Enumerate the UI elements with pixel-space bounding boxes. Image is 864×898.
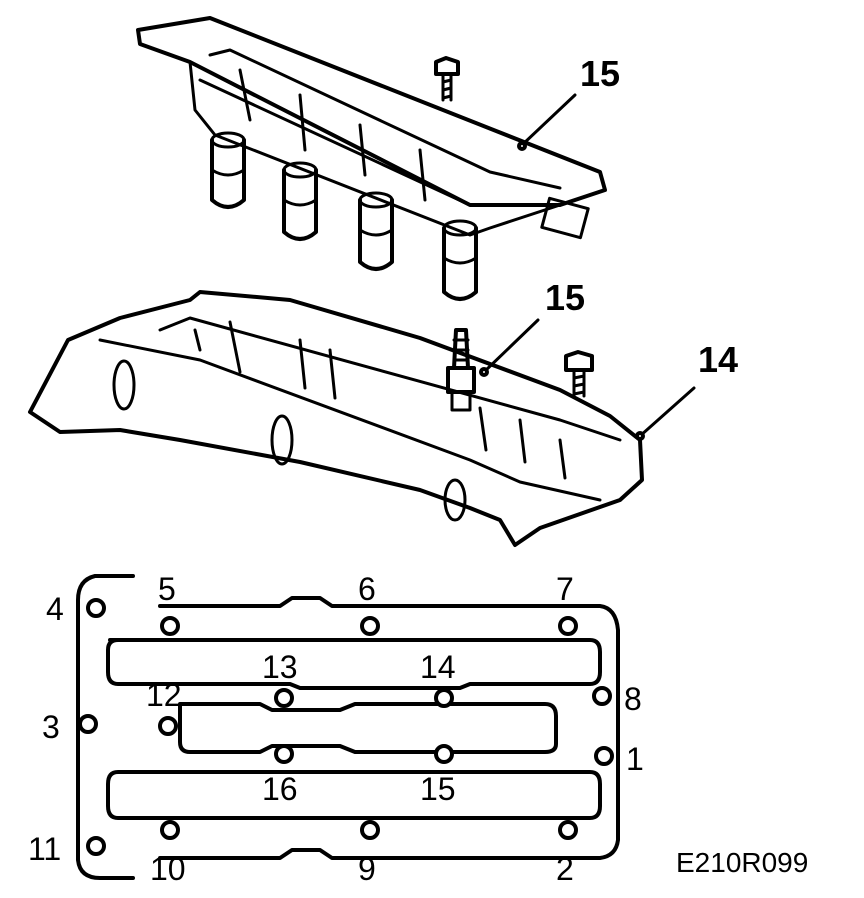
callout-label-cover: 14 bbox=[698, 339, 738, 380]
tightening-sequence-plate bbox=[76, 574, 620, 880]
sequence-label-16: 16 bbox=[262, 771, 298, 807]
sequence-label-12: 12 bbox=[146, 677, 182, 713]
bolt-hole-8 bbox=[592, 686, 612, 706]
sequence-label-4: 4 bbox=[46, 591, 64, 627]
coil-boot-3 bbox=[358, 191, 394, 271]
sequence-label-3: 3 bbox=[42, 709, 60, 745]
sequence-label-13: 13 bbox=[262, 649, 298, 685]
sequence-label-14: 14 bbox=[420, 649, 456, 685]
bolt-hole-15 bbox=[434, 744, 454, 764]
sequence-label-2: 2 bbox=[556, 851, 574, 887]
callout-leader-cover bbox=[638, 386, 696, 438]
callout-dot-coil bbox=[517, 141, 527, 151]
bolt-hole-11 bbox=[86, 836, 106, 856]
bolt-hole-6 bbox=[360, 616, 380, 636]
callout-dot-cover bbox=[635, 431, 645, 441]
callout-leader-plug bbox=[482, 318, 540, 374]
coil-bolt bbox=[434, 56, 460, 102]
callout-label-coil: 15 bbox=[580, 53, 620, 94]
bolt-hole-9 bbox=[360, 820, 380, 840]
callout-leader-coil bbox=[520, 93, 577, 147]
bolt-hole-12 bbox=[158, 716, 178, 736]
bolt-hole-2 bbox=[558, 820, 578, 840]
coil-boot-2 bbox=[282, 161, 318, 241]
sequence-label-5: 5 bbox=[158, 571, 176, 607]
bolt-hole-5 bbox=[160, 616, 180, 636]
cam-cover bbox=[28, 290, 644, 547]
cover-bolt bbox=[564, 350, 594, 398]
bolt-hole-13 bbox=[274, 688, 294, 708]
bolt-hole-3 bbox=[78, 714, 98, 734]
bolt-hole-1 bbox=[594, 746, 614, 766]
callout-label-plug: 15 bbox=[545, 277, 585, 318]
sequence-label-10: 10 bbox=[150, 851, 186, 887]
sequence-label-7: 7 bbox=[556, 571, 574, 607]
sequence-label-6: 6 bbox=[358, 571, 376, 607]
ignition-coil-cassette bbox=[136, 16, 607, 301]
coil-boot-4 bbox=[442, 219, 478, 301]
bolt-hole-4 bbox=[86, 598, 106, 618]
bolt-hole-7 bbox=[558, 616, 578, 636]
sequence-label-8: 8 bbox=[624, 681, 642, 717]
sequence-label-11: 11 bbox=[28, 831, 61, 867]
sequence-label-1: 1 bbox=[626, 741, 644, 777]
spark-plug bbox=[446, 328, 476, 412]
coil-boot-1 bbox=[210, 131, 246, 209]
callout-dot-plug bbox=[479, 367, 489, 377]
sequence-label-9: 9 bbox=[358, 851, 376, 887]
bolt-hole-10 bbox=[160, 820, 180, 840]
bolt-hole-14 bbox=[434, 688, 454, 708]
bolt-hole-16 bbox=[274, 744, 294, 764]
sequence-label-15: 15 bbox=[420, 771, 456, 807]
figure-code: E210R099 bbox=[676, 847, 808, 878]
